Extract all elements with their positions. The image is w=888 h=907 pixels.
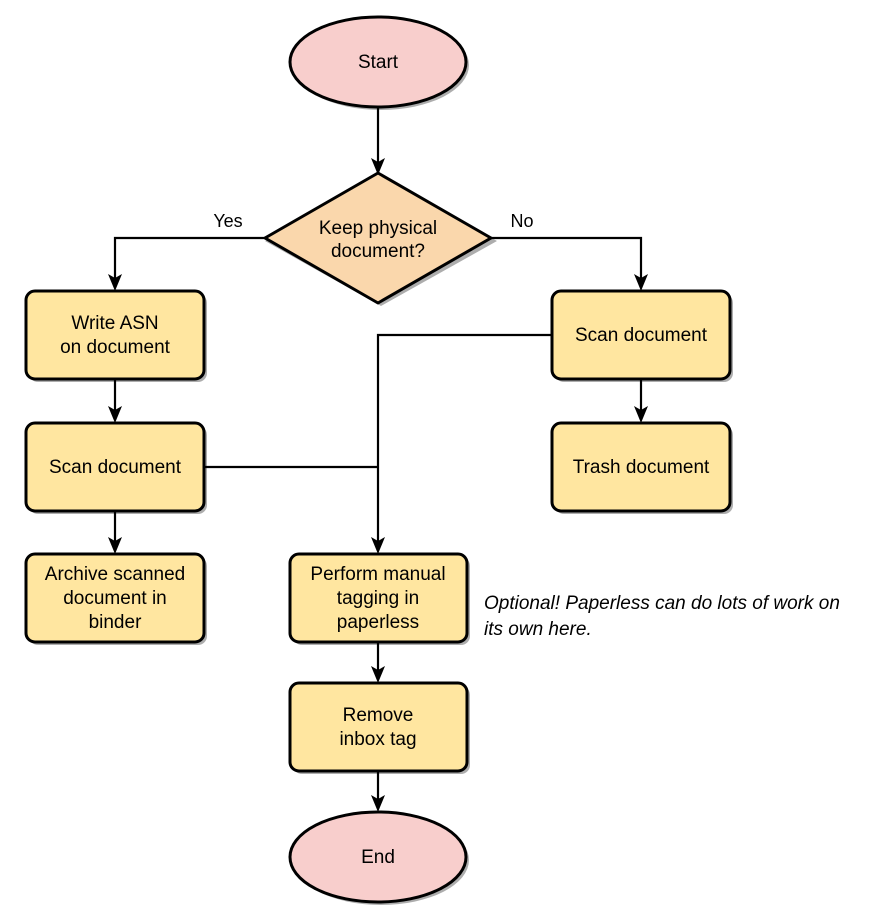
node-remove-inbox-tag[interactable]: Remove inbox tag [288, 681, 470, 774]
edge-layer [108, 107, 648, 812]
annotation-optional-note: Optional! Paperless can do lots of work … [484, 593, 840, 640]
scan-document-left-box[interactable] [24, 421, 206, 513]
write-asn-label-line1: Write ASN [71, 313, 158, 334]
edge-scan-right-to-trash [634, 379, 648, 423]
tagging-label-line2: tagging in [337, 588, 419, 609]
decision-label-line2: document? [331, 241, 425, 262]
node-trash-document[interactable]: Trash document [550, 421, 733, 514]
edge-decision-no-to-scan-right [491, 236, 648, 291]
optional-note-line2: its own here. [484, 619, 592, 640]
node-write-asn-on-document[interactable]: Write ASN on document [24, 289, 207, 382]
node-end[interactable]: End [288, 810, 469, 905]
tagging-label-line1: Perform manual [310, 564, 445, 585]
archive-label-line3: binder [89, 612, 142, 633]
remove-inbox-label-line1: Remove [343, 705, 414, 726]
edge-label-yes: Yes [213, 211, 242, 231]
edge-tagging-to-remove-inbox [371, 642, 385, 683]
scan-document-right-label: Scan document [575, 325, 708, 346]
start-ellipse[interactable] [288, 15, 468, 109]
node-scan-document-left[interactable]: Scan document [24, 421, 207, 514]
scan-document-left-label: Scan document [49, 457, 182, 478]
scan-document-right-box[interactable] [550, 289, 732, 381]
trash-document-label: Trash document [573, 457, 710, 478]
start-label: Start [358, 52, 399, 73]
remove-inbox-tag-box[interactable] [288, 681, 469, 773]
remove-inbox-label-line2: inbox tag [339, 729, 416, 750]
edge-label-no: No [510, 211, 533, 231]
node-archive-scanned-document-in-binder[interactable]: Archive scanned document in binder [24, 552, 207, 645]
archive-label-line2: document in [63, 588, 167, 609]
decision-diamond[interactable] [263, 171, 493, 305]
optional-note-line1: Optional! Paperless can do lots of work … [484, 593, 840, 614]
decision-label-line1: Keep physical [319, 218, 437, 239]
node-scan-document-right[interactable]: Scan document [550, 289, 733, 382]
end-label: End [361, 847, 395, 868]
edge-start-to-decision [371, 107, 385, 175]
tagging-label-line3: paperless [337, 612, 419, 633]
node-decision-keep-physical-document[interactable]: Keep physical document? [263, 171, 497, 306]
edge-remove-inbox-to-end [371, 771, 385, 812]
archive-label-line1: Archive scanned [45, 564, 185, 585]
write-asn-label-line2: on document [60, 337, 171, 358]
archive-box[interactable] [24, 552, 206, 644]
node-start[interactable]: Start [288, 15, 469, 110]
node-perform-manual-tagging[interactable]: Perform manual tagging in paperless [288, 552, 470, 645]
trash-document-box[interactable] [550, 421, 732, 513]
edge-write-asn-to-scan-left [108, 379, 122, 423]
write-asn-box[interactable] [24, 289, 206, 381]
end-ellipse[interactable] [288, 810, 468, 904]
tagging-box[interactable] [288, 552, 469, 644]
edge-decision-yes-to-write-asn [108, 236, 265, 291]
edge-scan-left-to-archive [108, 511, 122, 554]
edge-scan-right-to-tagging [371, 333, 552, 554]
